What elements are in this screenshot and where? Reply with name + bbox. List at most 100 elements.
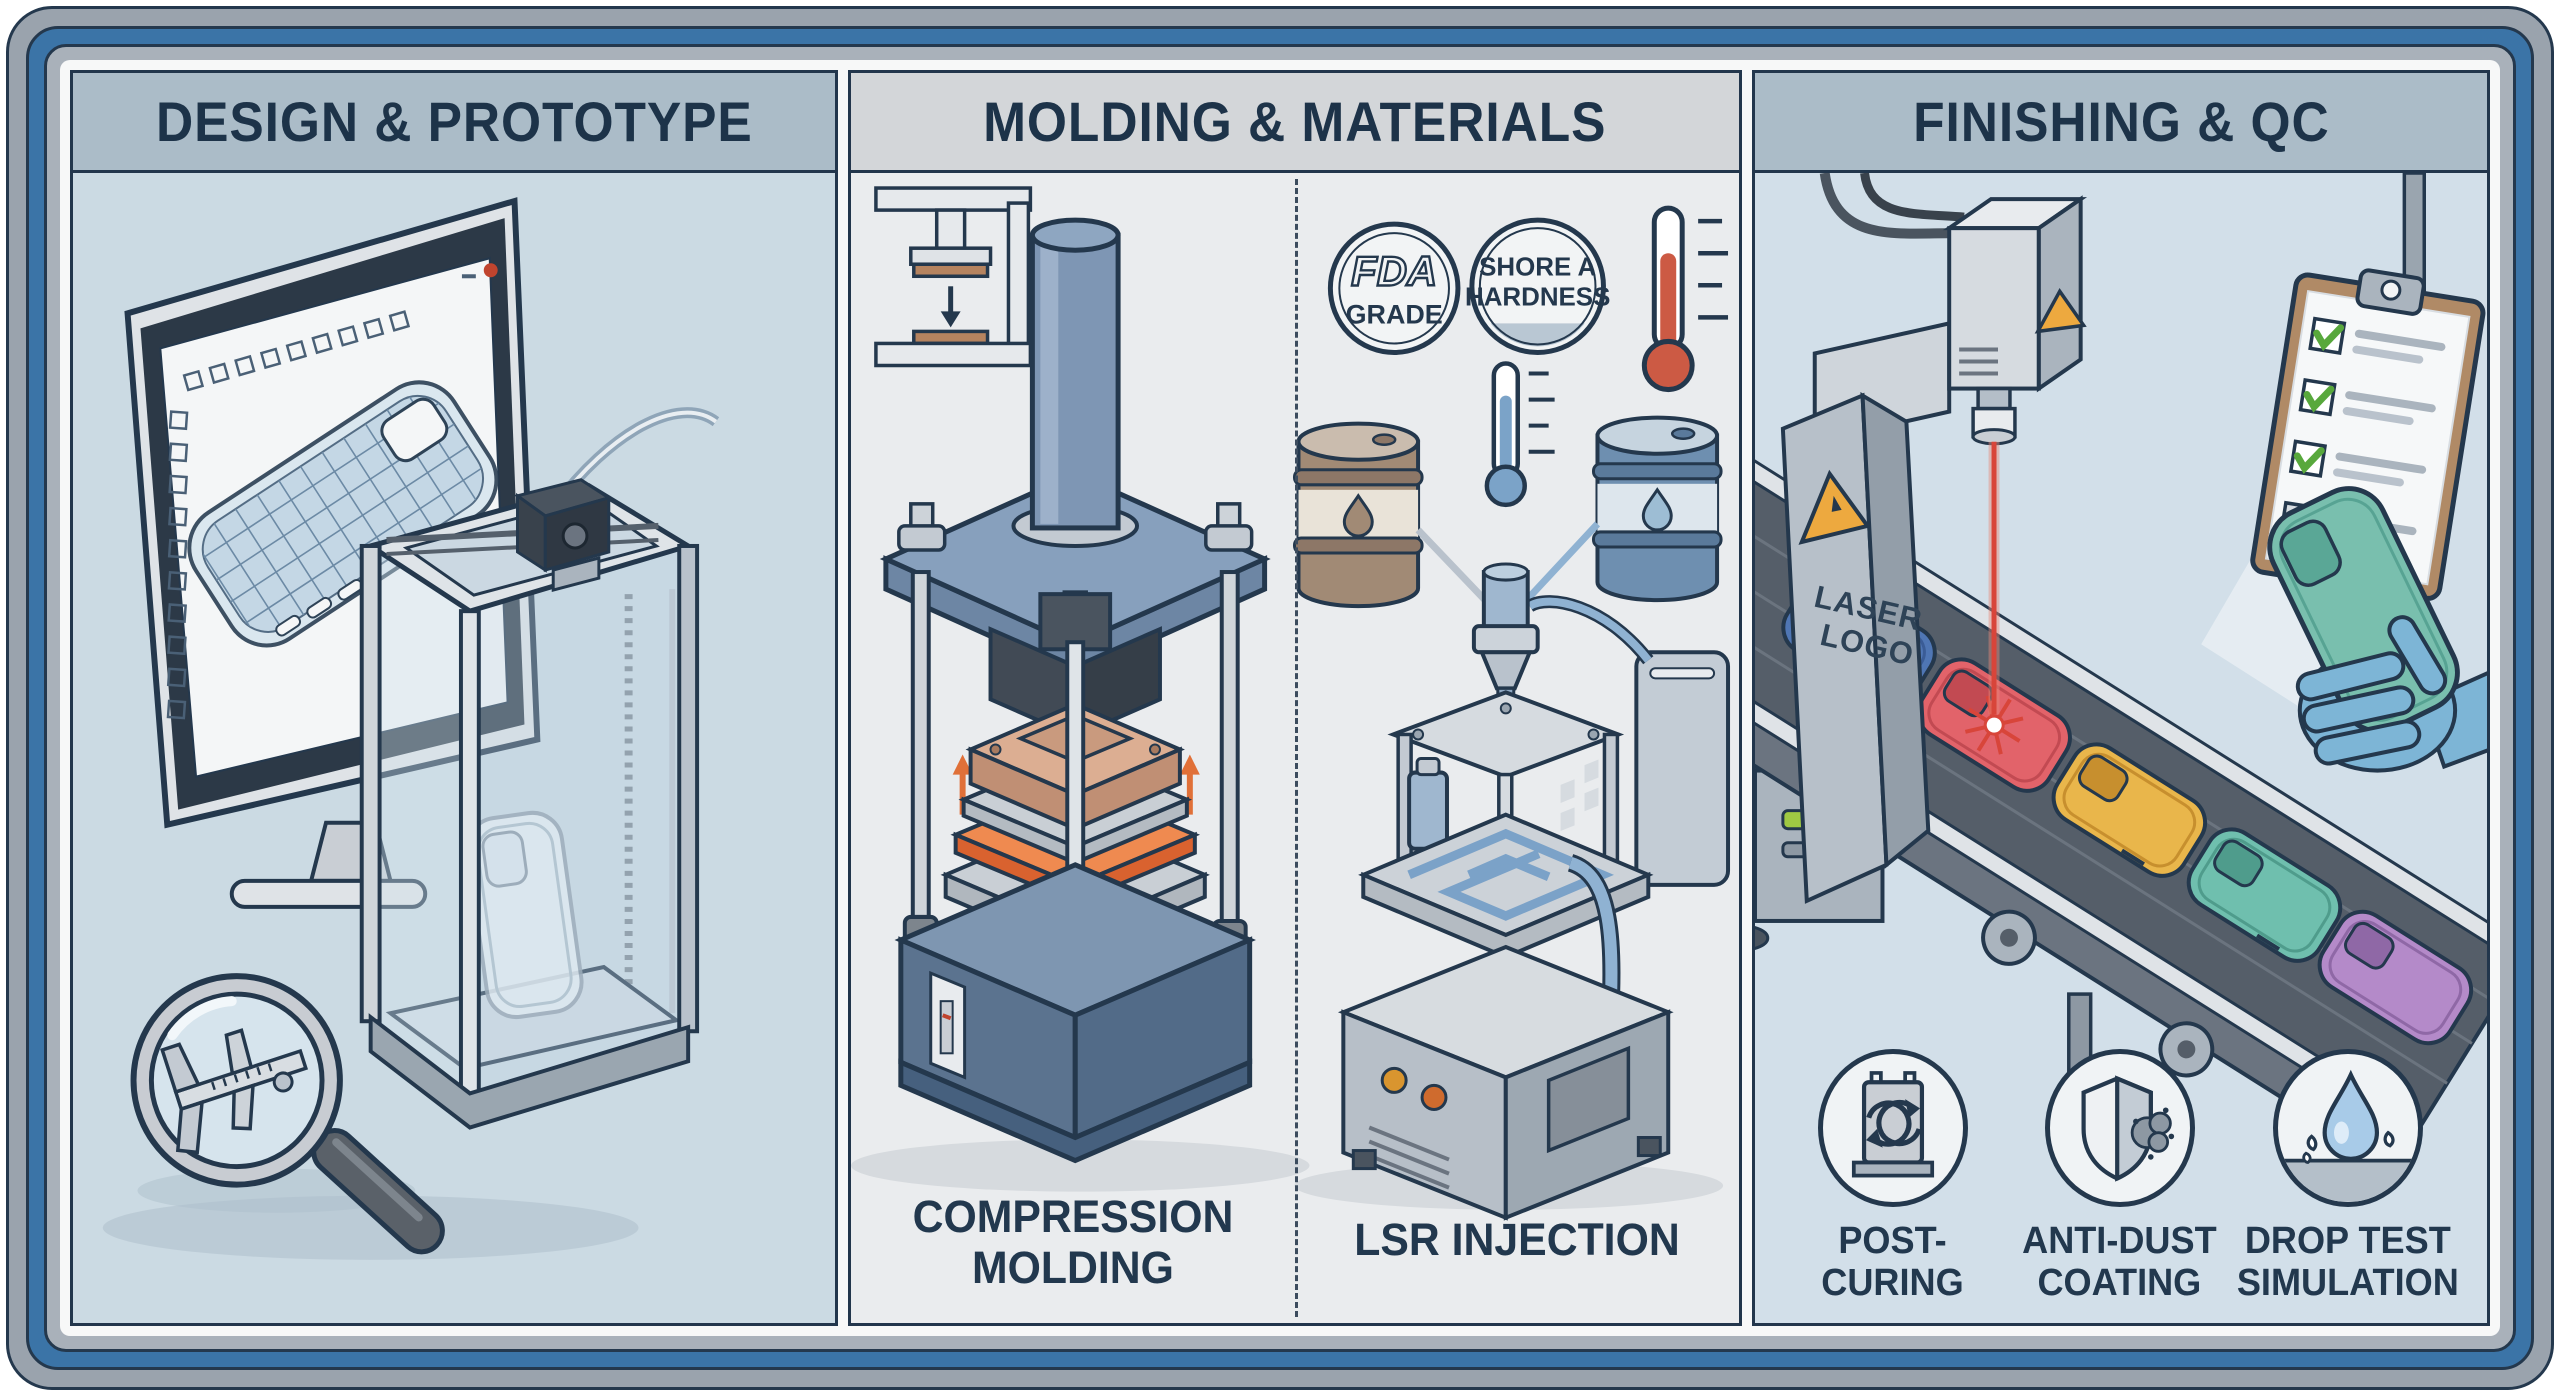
press-shadow	[851, 1139, 1310, 1192]
laser-engraver-column: LASER LOGO	[1780, 320, 1952, 904]
molding-illustration: FDA GRADE SHORE A HARDNESS	[851, 186, 1731, 1221]
lsr-line1: LSR INJECTION	[1354, 1213, 1680, 1265]
wireframe-grid	[191, 394, 483, 644]
print-head	[514, 478, 613, 593]
laser-spark-icon	[1964, 695, 2024, 755]
camera-cutout	[2279, 519, 2342, 587]
drop-test-icon	[2273, 1049, 2423, 1208]
panel-body-molding: FDA GRADE SHORE A HARDNESS	[851, 173, 1739, 1323]
droplet-icon	[1641, 487, 1673, 532]
material-barrel-b	[1591, 415, 1723, 603]
pillar-right	[677, 543, 700, 1034]
nozzle-lens-icon	[561, 522, 589, 550]
panel-body-design	[73, 173, 835, 1323]
case-purple	[2317, 909, 2474, 1046]
checkbox-2	[2298, 378, 2337, 417]
panel-row: DESIGN & PROTOTYPE	[70, 70, 2490, 1326]
checkbox-3	[2288, 439, 2328, 478]
lsr-side-tower	[1634, 650, 1731, 887]
column-side	[1860, 391, 1931, 869]
frame-outer-grey: DESIGN & PROTOTYPE	[6, 6, 2554, 1390]
thermometer-blue-icon	[1484, 361, 1555, 508]
gloved-hand-inspection	[2267, 486, 2487, 773]
check-icon	[2313, 324, 2345, 352]
wireframe-phone-case	[187, 380, 499, 648]
design-illustration	[102, 197, 720, 1260]
panel-molding-materials: MOLDING & MATERIALS	[848, 70, 1742, 1326]
laser-head	[1942, 195, 2088, 715]
lsr-feed-pipe	[1527, 597, 1652, 663]
shore-line1: SHORE A	[1479, 251, 1596, 281]
button-orange	[1420, 1083, 1448, 1111]
cad-side-toolbar	[166, 410, 189, 720]
check-icon	[2303, 385, 2335, 413]
frame-blue-band: DESIGN & PROTOTYPE	[26, 26, 2534, 1370]
control-keypad	[1546, 1045, 1631, 1154]
fda-grade-badge: FDA GRADE	[1327, 221, 1461, 355]
printed-case	[465, 810, 584, 1020]
close-dot-icon	[483, 263, 498, 278]
press-base	[894, 862, 1256, 1164]
shore-hardness-badge: SHORE A HARDNESS	[1465, 217, 1610, 355]
label-lsr-injection: LSR INJECTION	[1306, 1213, 1728, 1265]
panel-design-prototype: DESIGN & PROTOTYPE	[70, 70, 838, 1326]
magnifier-calipers	[130, 973, 445, 1255]
compression-press	[879, 217, 1271, 1164]
fda-logo-text: FDA	[1351, 247, 1437, 294]
dust-blob	[2130, 1107, 2174, 1161]
qc-label-post-curing: POST-CURING	[1821, 1220, 1964, 1305]
case-teal	[2186, 827, 2343, 963]
glove-fingers	[2295, 615, 2448, 766]
material-barrel-a	[1293, 421, 1424, 609]
check-icon	[2293, 447, 2325, 474]
caliper-thumbwheel	[272, 1071, 294, 1093]
panel-header-molding: MOLDING & MATERIALS	[851, 73, 1739, 173]
runner-maze	[1407, 828, 1614, 921]
case-red-laser	[1916, 657, 2072, 793]
lsr-injection-machine	[1294, 562, 1731, 1221]
printer-base	[368, 1013, 691, 1130]
minimize-dash-icon	[461, 274, 476, 279]
fda-grade-text: GRADE	[1346, 299, 1443, 329]
frame-inner-grey: DESIGN & PROTOTYPE	[44, 44, 2516, 1352]
checkbox-1	[2308, 316, 2347, 356]
cad-monitor	[124, 197, 541, 909]
panel-title-design: DESIGN & PROTOTYPE	[155, 90, 753, 153]
glass-left	[370, 545, 470, 1094]
post-curing-icon	[1817, 1049, 1968, 1208]
camera-cutout	[380, 397, 449, 463]
compression-line2: MOLDING	[972, 1241, 1174, 1293]
calipers-icon	[160, 1028, 309, 1155]
panel-title-molding: MOLDING & MATERIALS	[983, 90, 1607, 153]
pillar-left	[359, 543, 382, 1024]
thermometer-red-icon	[1641, 205, 1729, 393]
process-divider	[1295, 179, 1298, 1317]
panel-header-design: DESIGN & PROTOTYPE	[73, 73, 835, 173]
shore-line2: HARDNESS	[1465, 281, 1610, 311]
case-yellow	[2051, 742, 2208, 878]
anti-dust-icon	[2044, 1049, 2195, 1208]
laser-cable	[1819, 173, 1955, 239]
cad-top-toolbar	[182, 310, 411, 392]
panel-header-finishing: FINISHING & QC	[1755, 73, 2487, 173]
printer-3d	[359, 407, 720, 1130]
panel-title-finishing: FINISHING & QC	[1912, 90, 2330, 153]
pillar-front	[458, 609, 481, 1101]
glass-right	[469, 545, 689, 1094]
droplet-icon	[1342, 493, 1374, 538]
label-compression-molding: COMPRESSION MOLDING	[862, 1191, 1284, 1293]
frame-white-mat: DESIGN & PROTOTYPE	[60, 60, 2500, 1336]
metering-pump	[1407, 770, 1449, 851]
glass-highlight	[167, 996, 237, 1041]
panel-finishing-qc: FINISHING & QC	[1752, 70, 2490, 1326]
press-inset-icon	[874, 186, 1033, 368]
qc-icons-row: POST-CURING	[1755, 1049, 2487, 1305]
warning-triangle-icon	[2034, 288, 2087, 334]
compression-line1: COMPRESSION	[912, 1191, 1234, 1243]
qc-item-post-curing: POST-CURING	[1779, 1049, 2006, 1305]
